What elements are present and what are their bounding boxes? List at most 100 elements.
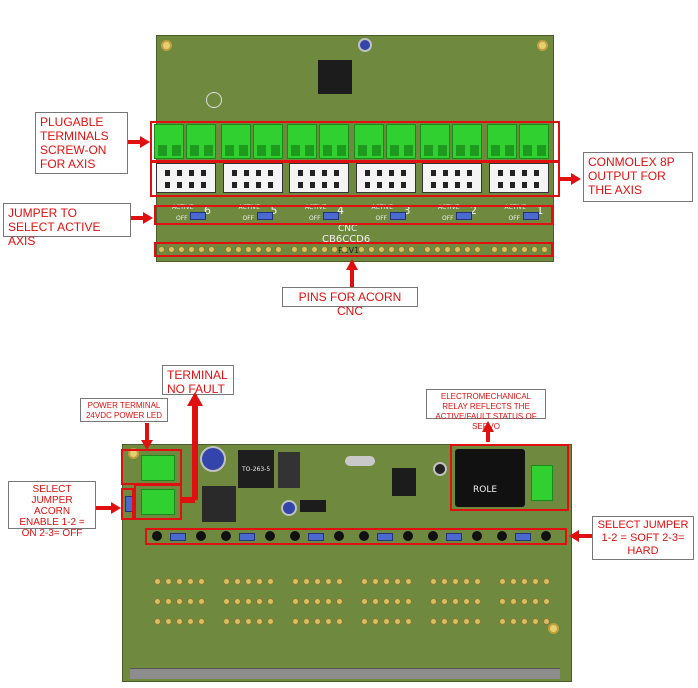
pluggable-terminal [154, 124, 184, 159]
silk-model: CB6CCD6 [322, 234, 371, 245]
output-pad [198, 578, 205, 585]
output-pad [452, 618, 459, 625]
output-pad [234, 578, 241, 585]
soft-hard-jumper [377, 533, 393, 541]
molex-pin [431, 182, 436, 188]
callout-pluggable-terminals: PLUGABLE TERMINALS SCREW-ON FOR AXIS [35, 112, 128, 174]
terminal-screw [389, 145, 399, 156]
output-pad [441, 578, 448, 585]
callout-jumper-axis: JUMPER TO SELECT ACTIVE AXIS [3, 203, 131, 248]
molex-pin [189, 182, 194, 188]
molex-pin [267, 170, 273, 176]
molex-pin [364, 182, 370, 188]
molex-pin [521, 182, 527, 188]
output-pad [474, 618, 481, 625]
transistor [428, 531, 438, 541]
molex-pin [165, 170, 170, 176]
callout-relay: ELECTROMECHANICAL RELAY REFLECTS THE ACT… [426, 389, 546, 431]
output-pad [372, 618, 379, 625]
output-pad [154, 578, 161, 585]
output-pad [383, 618, 390, 625]
molex-pin [443, 182, 448, 188]
output-pad [303, 598, 310, 605]
no-fault-terminal [141, 489, 175, 515]
transistor [221, 531, 231, 541]
terminal-screw [504, 145, 514, 156]
output-pad [474, 598, 481, 605]
transistor [403, 531, 413, 541]
output-pad [154, 598, 161, 605]
molex-connector [355, 163, 416, 193]
soft-hard-jumper [239, 533, 255, 541]
terminal-screw [438, 145, 447, 156]
axis-select-jumper [323, 212, 339, 220]
callout-text: SELECT JUMPER 1-2 = SOFT 2-3= HARD [597, 519, 689, 557]
pluggable-terminal [287, 124, 317, 159]
acorn-pin-pad [188, 246, 195, 253]
acorn-pin-pad [434, 246, 441, 253]
output-pad [521, 578, 528, 585]
output-pad [256, 598, 263, 605]
silk-title: CNC [338, 224, 358, 234]
output-pad [187, 618, 194, 625]
molex-pin [189, 170, 194, 176]
relay-module: ROLE [455, 449, 525, 507]
axis-select-jumper [389, 212, 406, 220]
molex-pin [310, 182, 315, 188]
pluggable-terminal [420, 124, 450, 159]
terminal-screw [172, 145, 181, 156]
silk-axis-number: 1 [536, 204, 544, 217]
output-pad [441, 598, 448, 605]
molex-pin [521, 170, 527, 176]
molex-connector [289, 163, 349, 193]
output-pad [441, 618, 448, 625]
output-pad [383, 578, 390, 585]
soft-hard-jumper [308, 533, 324, 541]
silk-active: ACTIVE [172, 204, 194, 211]
output-pad [256, 618, 263, 625]
transistor [196, 531, 206, 541]
acorn-pin-pad [321, 246, 328, 253]
molex-pin [467, 170, 472, 176]
output-pad [165, 578, 172, 585]
output-pad [463, 618, 470, 625]
acorn-pin-pad [244, 246, 252, 253]
terminal-screw [270, 145, 280, 156]
terminal-screw [204, 145, 213, 156]
output-pad [187, 598, 194, 605]
silk-axis-number: 6 [204, 204, 211, 217]
output-pad [176, 578, 183, 585]
relay-terminal [531, 465, 553, 501]
transistor [359, 531, 369, 541]
output-pad [372, 598, 379, 605]
annotation-arrows-bottom [96, 392, 592, 542]
acorn-pin-pad [224, 246, 232, 253]
output-pad [394, 598, 401, 605]
molex-pin [298, 170, 303, 176]
acorn-pin-pad [454, 246, 461, 253]
acorn-pin-pad [377, 246, 385, 253]
molex-pin [231, 182, 237, 188]
output-pad [405, 578, 412, 585]
inductor [202, 486, 236, 522]
output-pad [234, 618, 241, 625]
output-pad [532, 618, 539, 625]
output-pad [176, 598, 183, 605]
output-pad [267, 578, 274, 585]
soft-hard-jumper [515, 533, 531, 541]
terminal-screw [305, 145, 314, 156]
silk-rev: REV1 [338, 246, 360, 255]
output-pad [532, 578, 539, 585]
acorn-pin-pad [234, 246, 242, 253]
molex-pin [322, 182, 327, 188]
output-pad [223, 618, 230, 625]
crystal [345, 456, 375, 466]
terminal-screw [371, 145, 381, 156]
output-pad [336, 618, 343, 625]
acorn-pin-pad [387, 246, 395, 253]
terminal-screw [323, 145, 332, 156]
pluggable-terminal [353, 124, 384, 159]
callout-terminal-no-fault: TERMINAL NO FAULT [162, 365, 234, 396]
output-pad [303, 618, 310, 625]
output-pad [463, 598, 470, 605]
